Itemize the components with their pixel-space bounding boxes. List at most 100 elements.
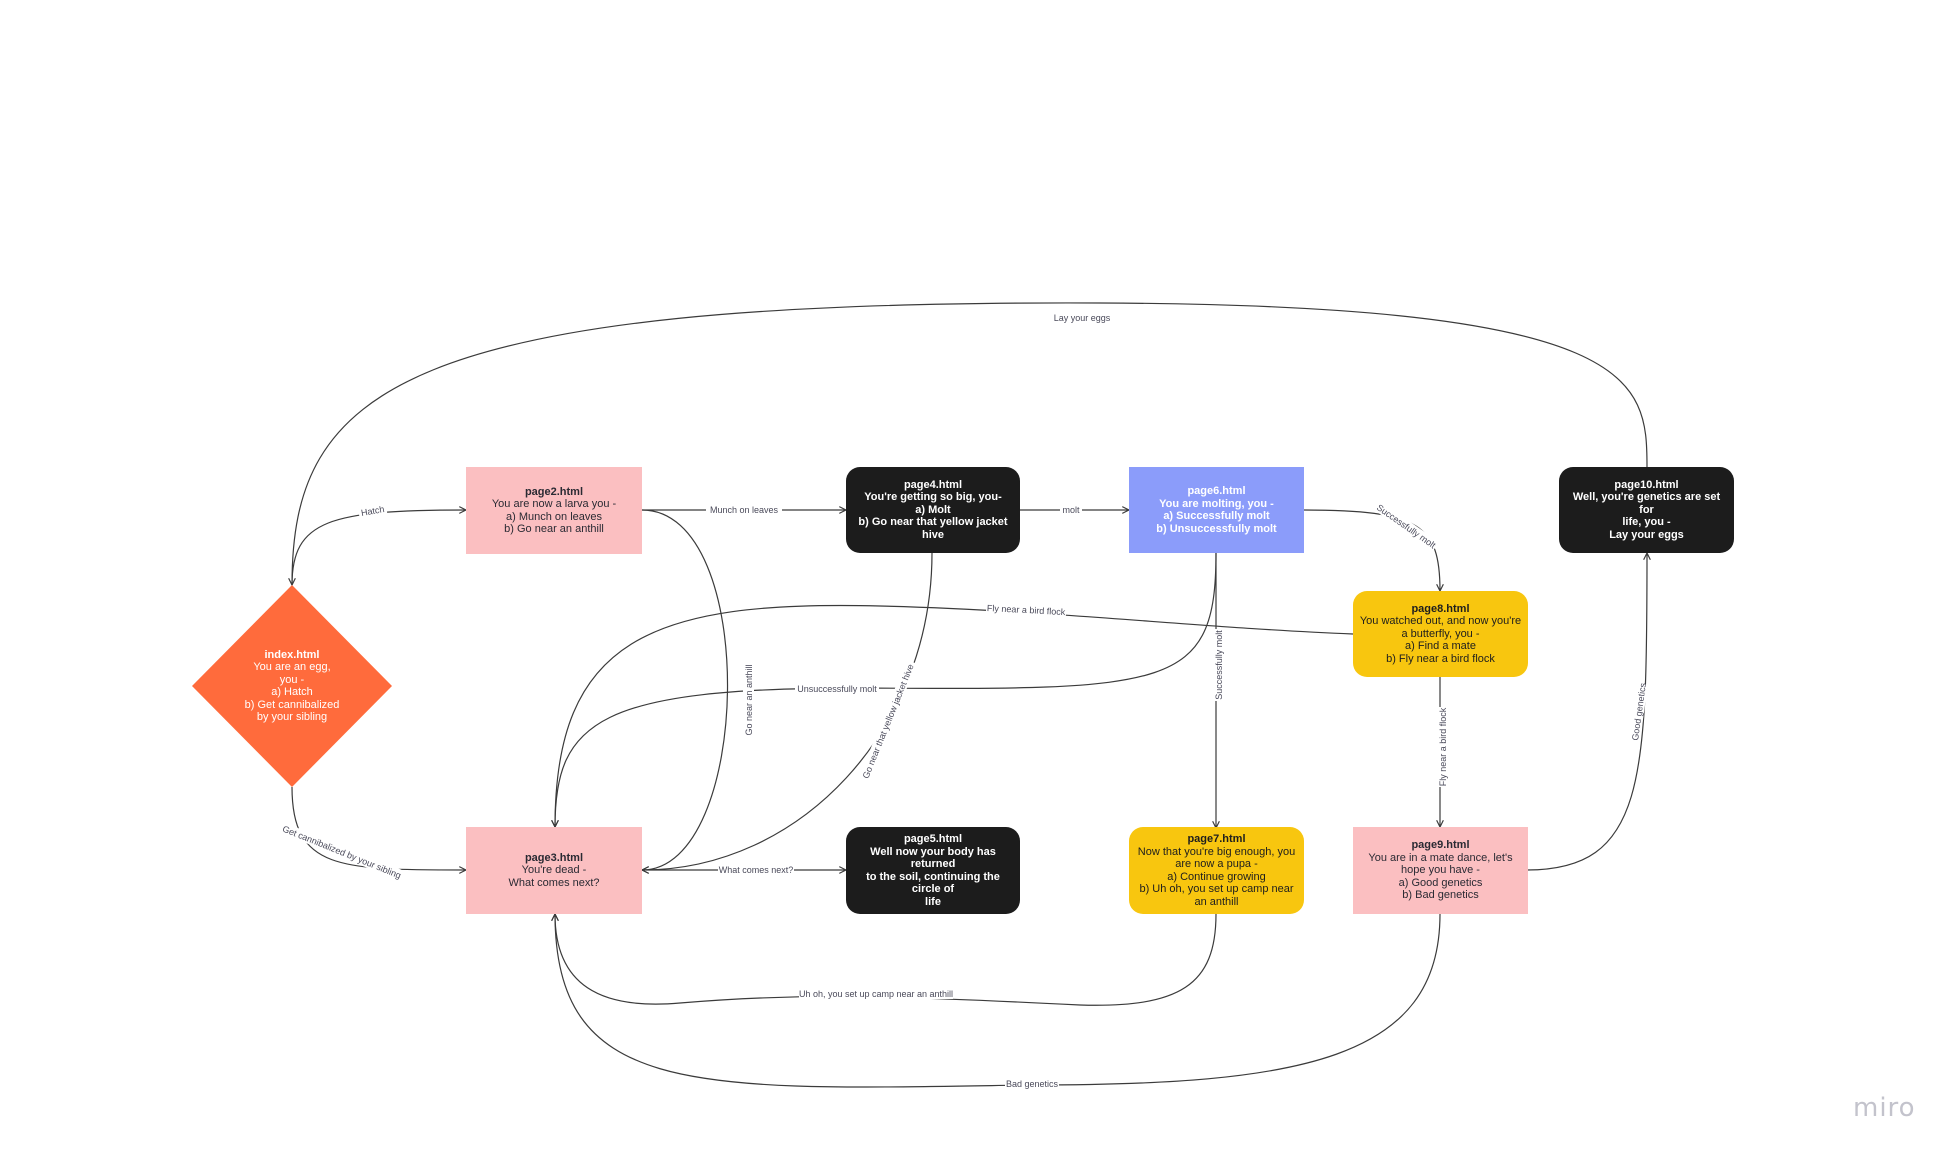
edge-label-lay-eggs: Lay your eggs <box>1050 311 1114 323</box>
node-line: an anthill <box>1194 895 1239 908</box>
node-page10[interactable]: page10.html Well, you're genetics are se… <box>1559 467 1734 553</box>
node-title: page9.html <box>1411 839 1470 852</box>
node-page3[interactable]: page3.html You're dead - What comes next… <box>466 827 642 914</box>
node-line: You are an egg, <box>253 661 331 673</box>
node-line: hope you have - <box>1401 864 1480 877</box>
node-line: life, you - <box>1622 516 1671 529</box>
node-line: Well, you're genetics are set for <box>1572 491 1721 516</box>
node-line: You're dead - <box>521 864 587 877</box>
edge-label-bird-flock: Fly near a bird flock <box>985 601 1067 618</box>
node-page7[interactable]: page7.html Now that you're big enough, y… <box>1129 827 1304 914</box>
svg-text:Fly near a bird flock: Fly near a bird flock <box>987 603 1066 617</box>
node-line: Lay your eggs <box>1609 528 1684 541</box>
node-line: Well now your body has returned <box>870 845 996 871</box>
edge-label-anthill: Go near an anthill <box>743 660 754 740</box>
node-line: What comes next? <box>508 876 600 889</box>
svg-text:Bad genetics: Bad genetics <box>1006 1079 1059 1089</box>
node-page5[interactable]: page5.html Well now your body has return… <box>846 827 1020 914</box>
node-line: to the soil, continuing the circle of <box>866 870 1000 896</box>
node-line: a) Good genetics <box>1398 876 1483 889</box>
svg-text:Uh oh, you set up camp near an: Uh oh, you set up camp near an anthill <box>799 989 953 999</box>
edge-unsuccess-molt[interactable] <box>555 552 1217 827</box>
node-line: a) Hatch <box>271 686 313 698</box>
node-line: a) Find a mate <box>1405 640 1476 653</box>
edge-label-bad-genetics: Bad genetics <box>1005 1077 1059 1089</box>
edge-label-what-next: What comes next? <box>718 863 794 875</box>
svg-text:Munch on leaves: Munch on leaves <box>710 505 779 515</box>
node-index[interactable]: index.html You are an egg, you - a) Hatc… <box>190 583 394 789</box>
edge-success-molt[interactable] <box>1303 509 1440 591</box>
diamond-shape <box>192 585 392 787</box>
node-line: You are now a larva you - <box>491 498 617 510</box>
node-title: page3.html <box>524 851 584 864</box>
node-title: index.html <box>264 648 320 661</box>
edge-cannibalized[interactable] <box>291 786 466 870</box>
svg-text:Fly near a bird flock: Fly near a bird flock <box>1438 707 1448 786</box>
node-page9[interactable]: page9.html You are in a mate dance, let'… <box>1353 827 1528 914</box>
node-title: page2.html <box>524 485 584 498</box>
edge-label-good-genetics: Good genetics <box>1629 682 1648 741</box>
node-line: b) Fly near a bird flock <box>1386 652 1495 665</box>
svg-text:Good genetics: Good genetics <box>1630 682 1648 741</box>
node-title: page4.html <box>903 478 963 491</box>
edge-label-unsuccess-molt: Unsuccessfully molt <box>795 682 879 694</box>
node-line: life <box>925 895 941 908</box>
svg-text:Hatch: Hatch <box>360 504 385 518</box>
node-line: You watched out, and now you're <box>1359 615 1522 628</box>
edge-good-genetics[interactable] <box>1526 553 1647 871</box>
svg-text:Go near an anthill: Go near an anthill <box>744 664 754 735</box>
node-title: page7.html <box>1187 833 1246 845</box>
node-line: b) Uh oh, you set up camp near <box>1139 883 1294 895</box>
svg-text:Successfully molt: Successfully molt <box>1375 502 1438 550</box>
edge-anthill[interactable] <box>642 509 729 870</box>
edge-label-success-molt-down: Successfully molt <box>1213 629 1224 701</box>
node-line: you - <box>279 673 305 686</box>
node-page4[interactable]: page4.html You're getting so big, you- a… <box>846 467 1020 553</box>
edge-label-hive: Go near that yellow jacket hive <box>858 659 917 783</box>
edge-bad-genetics[interactable] <box>555 914 1441 1088</box>
edge-label-cannibalized: Get cannibalized by your sibling <box>281 823 403 881</box>
edge-hive[interactable] <box>642 552 933 870</box>
node-line: b) Get cannibalized <box>244 698 340 711</box>
node-line: b) Bad genetics <box>1402 889 1479 902</box>
svg-text:Unsuccessfully molt: Unsuccessfully molt <box>797 684 877 694</box>
node-line: b) Unsuccessfully molt <box>1156 522 1277 535</box>
node-line: You are in a mate dance, let's <box>1368 851 1513 864</box>
node-page6[interactable]: page6.html You are molting, you - a) Suc… <box>1129 467 1304 553</box>
edge-label-molt: molt <box>1060 503 1082 515</box>
edge-bird-flock[interactable] <box>555 604 1354 827</box>
node-line: are now a pupa - <box>1175 858 1258 870</box>
svg-text:Get cannibalized by your sibli: Get cannibalized by your sibling <box>281 824 403 881</box>
miro-logo: miro <box>1853 1093 1916 1123</box>
edge-label-bird-flock-down: Fly near a bird flock <box>1437 707 1448 787</box>
edge-label-hatch: Hatch <box>357 502 388 519</box>
node-page8[interactable]: page8.html You watched out, and now you'… <box>1353 591 1528 677</box>
node-line: You're getting so big, you- <box>864 491 1002 504</box>
node-line: a butterfly, you - <box>1401 627 1480 640</box>
node-line: by your sibling <box>256 711 328 723</box>
svg-text:molt: molt <box>1062 505 1080 515</box>
node-title: page10.html <box>1614 478 1679 491</box>
node-line: a) Successfully molt <box>1163 510 1270 522</box>
node-page2[interactable]: page2.html You are now a larva you - a) … <box>466 467 642 554</box>
svg-text:Go near that yellow jacket hiv: Go near that yellow jacket hive <box>861 663 916 780</box>
node-line: Now that you're big enough, you <box>1137 845 1296 858</box>
node-title: page8.html <box>1411 602 1470 615</box>
svg-text:Lay your eggs: Lay your eggs <box>1054 313 1111 323</box>
edge-lay-eggs[interactable] <box>292 302 1648 585</box>
node-line: You are molting, you - <box>1159 497 1274 510</box>
edge-hatch[interactable] <box>291 510 466 586</box>
svg-text:What comes next?: What comes next? <box>719 865 794 875</box>
node-line: b) Go near that yellow jacket hive <box>858 516 1008 541</box>
edge-label-munch: Munch on leaves <box>706 503 782 515</box>
node-line: b) Go near an anthill <box>504 523 604 535</box>
node-title: page5.html <box>903 833 963 845</box>
edge-label-success-molt: Successfully molt <box>1373 500 1440 552</box>
node-title: page6.html <box>1187 485 1246 497</box>
edge-label-camp-anthill: Uh oh, you set up camp near an anthill <box>799 987 953 999</box>
node-line: a) Molt <box>915 503 951 516</box>
node-line: a) Continue growing <box>1167 870 1266 883</box>
node-line: a) Munch on leaves <box>506 510 602 523</box>
